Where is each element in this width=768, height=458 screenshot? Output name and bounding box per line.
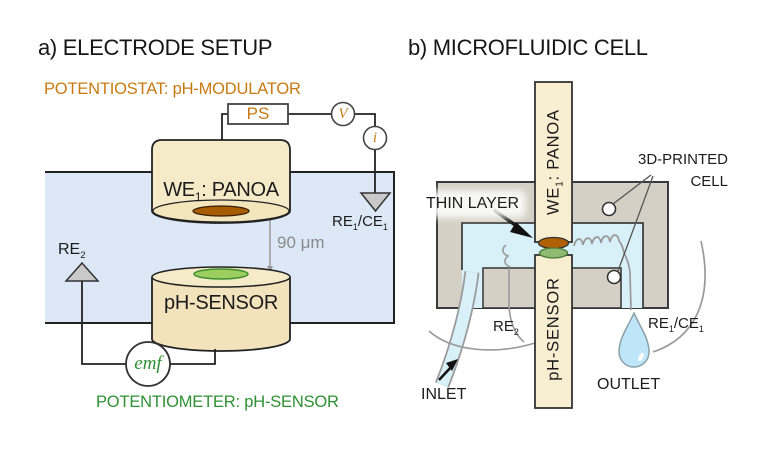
ammeter-label: i (372, 130, 378, 146)
droplet-highlight (638, 352, 644, 362)
re1ce1-label-b: RE1/CE1 (648, 315, 704, 334)
pointer-line-bottom-hole (617, 175, 654, 272)
we1-panoa-film (192, 205, 250, 217)
wire-re2-to-emf (81, 281, 126, 365)
panel-b-title: b) MICROFLUIDIC CELL (408, 35, 648, 60)
panel-a-title: a) ELECTRODE SETUP (38, 35, 273, 60)
re2-label: RE2 (58, 241, 86, 262)
thin-layer-arrow-line (492, 208, 520, 229)
we1-bar-label: WE1: PANOA (544, 109, 566, 215)
voltmeter-label: V (338, 106, 348, 122)
outlet-slot (621, 268, 643, 308)
thin-layer-label: THIN LAYER (424, 195, 522, 213)
ammeter-circle (362, 125, 388, 151)
wire-ps-to-we1 (221, 113, 228, 141)
wire-voltmeter-to-ammeter (354, 113, 376, 126)
printed-cell-label: 3D-PRINTED CELL (637, 151, 728, 190)
we1-bar (534, 81, 573, 243)
re2-lead-wire-arc (428, 330, 536, 351)
we1-label: WE1: PANOA (163, 179, 279, 204)
ph-sensor-bar (534, 254, 573, 409)
screw-hole-top (601, 201, 617, 217)
potentiometer-heading: POTENTIOMETER: pH-SENSOR (96, 393, 339, 411)
ph-sensor-label: pH-SENSOR (164, 292, 278, 314)
screw-hole-bottom (606, 269, 622, 285)
ph-sensor-membrane (193, 268, 249, 280)
re2-wire (508, 268, 525, 343)
we1-panoa-film-b (537, 236, 570, 250)
ph-sensor-bar-label: pH-SENSOR (544, 277, 563, 381)
re2-wire-coil (502, 244, 511, 268)
thin-layer-arrowhead (510, 222, 533, 238)
wire-emf-to-sensor (170, 349, 216, 365)
outlet-droplet (618, 311, 650, 368)
inlet-flow-arrow-line (438, 365, 453, 381)
power-supply-box (227, 103, 289, 125)
gap-90um-label: 90 μm (277, 233, 325, 252)
re1ce1-wire (652, 240, 706, 353)
re1ce1-electrode-triangle (359, 192, 392, 213)
inlet-flow-arrowhead (446, 359, 458, 371)
voltmeter-circle (330, 101, 356, 127)
power-supply-label: PS (246, 104, 270, 123)
emf-label: emf (134, 353, 162, 374)
ph-sensor-body (151, 277, 291, 352)
inlet-label: INLET (421, 386, 467, 403)
re1ce1-label: RE1/CE1 (332, 213, 388, 232)
outlet-label: OUTLET (597, 376, 661, 393)
pointer-line-top-hole (612, 174, 652, 205)
potentiostat-heading: POTENTIOSTAT: pH-MODULATOR (44, 80, 301, 98)
re2-label-b: RE2 (493, 318, 519, 337)
ph-sensor-membrane-b (538, 247, 569, 259)
